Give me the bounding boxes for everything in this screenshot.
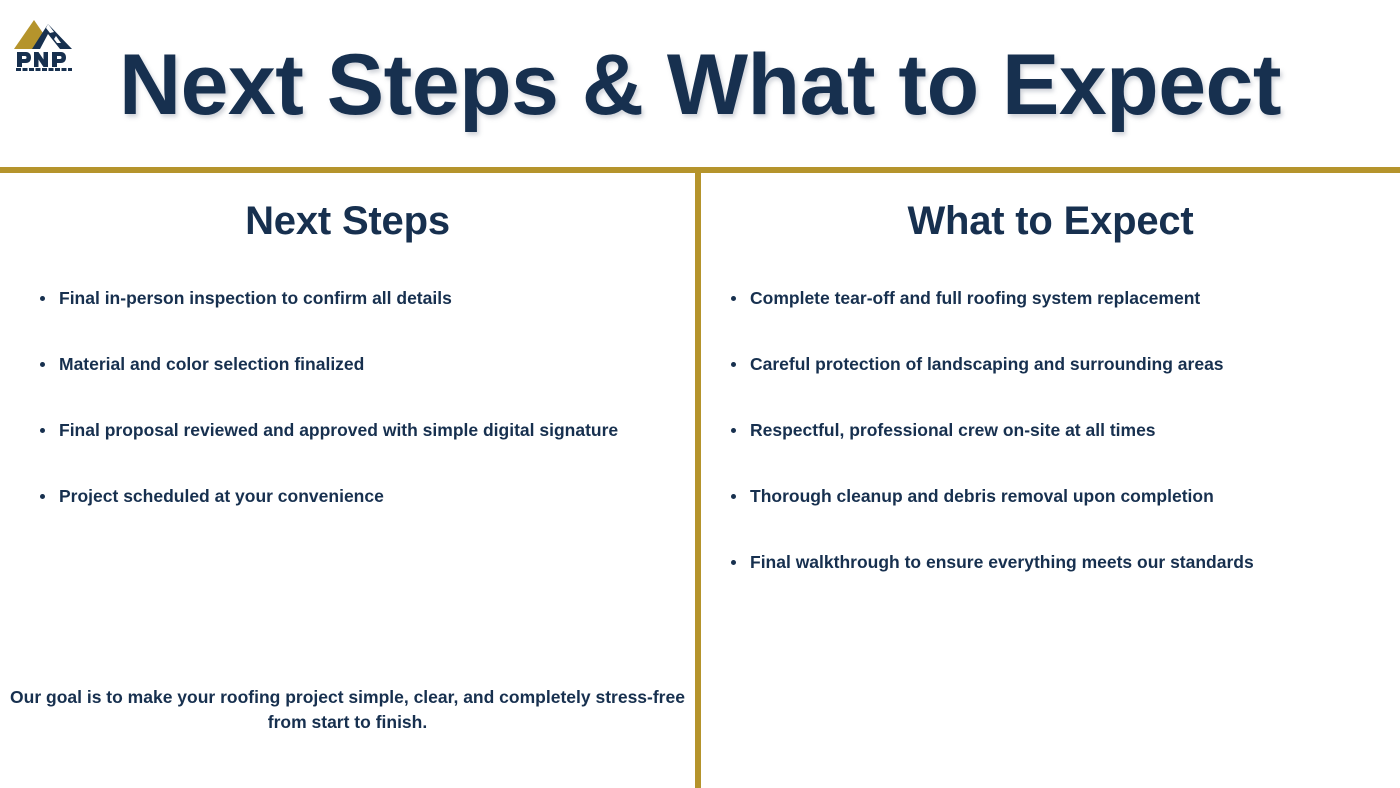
what-to-expect-list: Complete tear-off and full roofing syste…	[701, 288, 1400, 573]
list-item: Project scheduled at your convenience	[38, 486, 655, 508]
pnp-exteriors-logo	[12, 16, 74, 72]
list-item: Final in-person inspection to confirm al…	[38, 288, 655, 310]
page-title: Next Steps & What to Expect	[118, 37, 1282, 133]
column-next-steps: Next Steps Final in-person inspection to…	[0, 173, 695, 788]
list-item: Complete tear-off and full roofing syste…	[729, 288, 1360, 310]
column-heading-what-to-expect: What to Expect	[907, 199, 1194, 243]
page-header: Next Steps & What to Expect	[0, 0, 1400, 167]
list-item: Final walkthrough to ensure everything m…	[729, 552, 1360, 574]
column-divider-rule	[695, 173, 701, 788]
content-columns: Next Steps Final in-person inspection to…	[0, 173, 1400, 788]
next-steps-list: Final in-person inspection to confirm al…	[0, 288, 695, 508]
closing-note: Our goal is to make your roofing project…	[10, 687, 685, 732]
list-item: Respectful, professional crew on-site at…	[729, 420, 1360, 442]
column-heading-next-steps: Next Steps	[245, 199, 450, 243]
header-divider-rule	[0, 167, 1400, 173]
list-item: Thorough cleanup and debris removal upon…	[729, 486, 1360, 508]
list-item: Material and color selection finalized	[38, 354, 655, 376]
list-item: Final proposal reviewed and approved wit…	[38, 420, 655, 442]
list-item: Careful protection of landscaping and su…	[729, 354, 1360, 376]
column-what-to-expect: What to Expect Complete tear-off and ful…	[701, 173, 1400, 788]
